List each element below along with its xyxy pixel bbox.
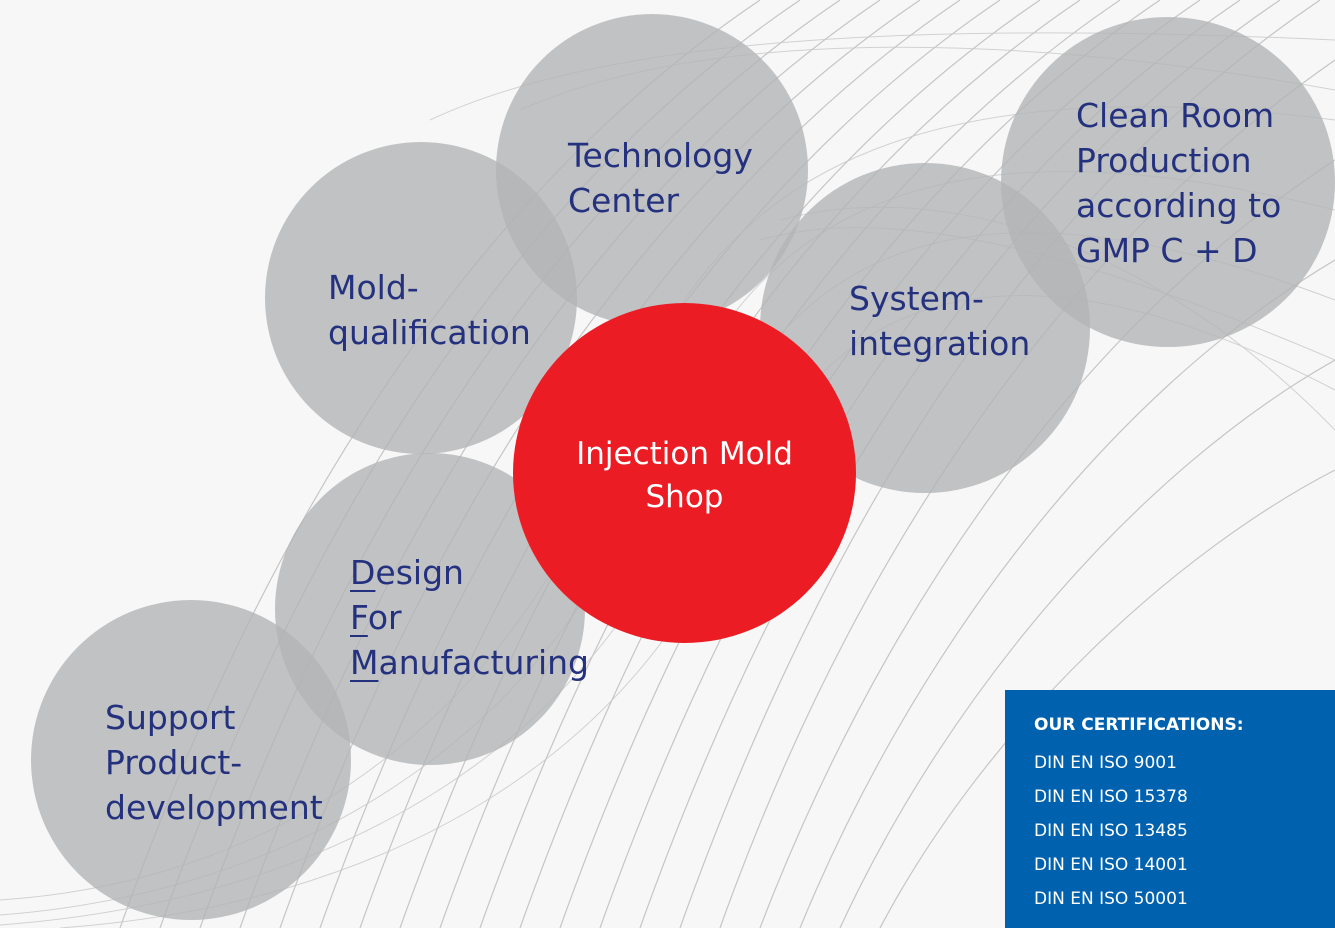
clean-room-line-3: according to <box>1076 186 1282 225</box>
mold-qualification-label: Mold- qualification <box>328 265 531 355</box>
technology-center-line-2: Center <box>568 181 680 220</box>
certification-item: DIN EN ISO 13485 <box>1034 821 1188 841</box>
hub-line-1: Injection Mold <box>576 436 793 472</box>
support-line-3: development <box>105 788 323 827</box>
certifications-title: OUR CERTIFICATIONS: <box>1034 715 1244 735</box>
certification-item: DIN EN ISO 14001 <box>1034 855 1188 875</box>
mold-qualification-line-2: qualification <box>328 313 531 352</box>
technology-center-label: Technology Center <box>568 133 753 223</box>
support-line-1: Support <box>105 698 236 737</box>
clean-room-line-4: GMP C + D <box>1076 231 1258 270</box>
dfm-line-3: Manufacturing <box>350 640 589 685</box>
certification-item: DIN EN ISO 50001 <box>1034 889 1188 909</box>
certification-item: DIN EN ISO 15378 <box>1034 787 1188 807</box>
mold-qualification-line-1: Mold- <box>328 268 419 307</box>
clean-room-bubble <box>1001 17 1335 347</box>
dfm-initial-f: F <box>350 598 368 637</box>
injection-mold-shop-hub <box>513 303 856 643</box>
dfm-initial-d: D <box>350 553 376 592</box>
hub-line-2: Shop <box>645 479 724 515</box>
injection-mold-shop-label: Injection Mold Shop <box>513 433 856 519</box>
clean-room-line-1: Clean Room <box>1076 96 1275 135</box>
dfm-label: Design For Manufacturing <box>350 550 589 685</box>
support-product-development-label: Support Product- development <box>105 695 323 830</box>
dfm-line-1: Design <box>350 550 589 595</box>
support-product-development-bubble <box>31 600 351 920</box>
certifications-box: OUR CERTIFICATIONS: DIN EN ISO 9001 DIN … <box>1005 690 1335 928</box>
clean-room-line-2: Production <box>1076 141 1252 180</box>
system-integration-line-2: integration <box>849 324 1031 363</box>
system-integration-label: System- integration <box>849 276 1030 366</box>
dfm-line-2: For <box>350 595 589 640</box>
support-line-2: Product- <box>105 743 243 782</box>
dfm-rest-2: or <box>367 598 402 637</box>
clean-room-label: Clean Room Production according to GMP C… <box>1076 93 1281 273</box>
dfm-initial-m: M <box>350 643 379 682</box>
certification-item: DIN EN ISO 9001 <box>1034 753 1177 773</box>
technology-center-line-1: Technology <box>568 136 753 175</box>
system-integration-line-1: System- <box>849 279 984 318</box>
technology-center-bubble <box>496 14 808 326</box>
dfm-rest-3: anufacturing <box>378 643 589 682</box>
dfm-rest-1: esign <box>375 553 464 592</box>
